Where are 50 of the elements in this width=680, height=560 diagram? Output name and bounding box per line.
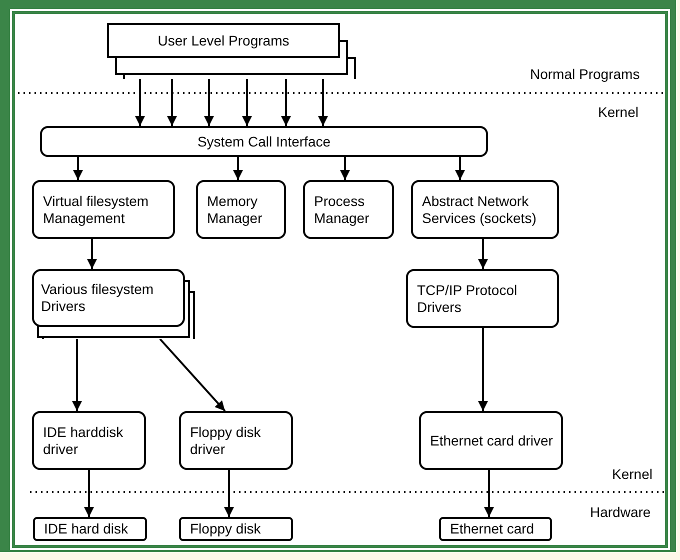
box-label: System Call Interface	[196, 133, 332, 150]
arrow	[167, 79, 177, 126]
box-label: Various filesystem Drivers	[41, 281, 155, 315]
arrow	[73, 157, 83, 180]
box-label: IDE hard disk	[44, 520, 130, 538]
arrow	[242, 79, 252, 126]
arrow	[72, 339, 82, 411]
process-box	[303, 180, 394, 239]
box-label: User Level Programs	[156, 32, 290, 49]
arrow	[224, 470, 234, 517]
process-box	[40, 126, 488, 157]
process-box	[196, 180, 286, 239]
arrow	[455, 157, 465, 180]
stacked-box	[32, 269, 195, 339]
box-label: Floppy disk	[190, 520, 262, 538]
arrow	[281, 79, 291, 126]
arrow	[478, 328, 488, 411]
box-label: Memory Manager	[207, 192, 264, 226]
process-box	[32, 411, 146, 470]
arrow	[233, 157, 243, 180]
arrow	[478, 239, 488, 269]
box-label: Floppy disk driver	[190, 424, 262, 458]
box-label: IDE harddisk driver	[43, 424, 124, 458]
process-box	[33, 517, 147, 541]
arrow	[135, 79, 145, 126]
arrow	[340, 157, 350, 180]
layer-label: Normal Programs	[530, 66, 640, 82]
arrow	[159, 338, 226, 412]
arrow	[484, 470, 494, 517]
box-label: Virtual filesystem Management	[43, 192, 150, 226]
process-box	[179, 411, 293, 470]
process-box	[411, 180, 559, 239]
layer-label: Kernel	[598, 104, 638, 120]
arrow	[84, 470, 94, 517]
process-box	[439, 517, 552, 541]
box-label: Abstract Network Services (sockets)	[422, 192, 538, 226]
process-box	[179, 517, 293, 541]
process-box	[406, 269, 559, 328]
layer-label: Kernel	[612, 466, 652, 482]
process-box	[32, 180, 175, 239]
process-box	[419, 411, 563, 470]
box-label: Ethernet card	[450, 520, 536, 538]
layer-label: Hardware	[590, 504, 651, 520]
box-label: TCP/IP Protocol Drivers	[417, 282, 518, 316]
arrow	[87, 239, 97, 269]
stacked-box	[107, 23, 357, 79]
arrow	[204, 79, 214, 126]
box-label: Ethernet card driver	[430, 432, 554, 449]
arrow	[318, 79, 328, 126]
box-label: Process Manager	[314, 192, 370, 226]
